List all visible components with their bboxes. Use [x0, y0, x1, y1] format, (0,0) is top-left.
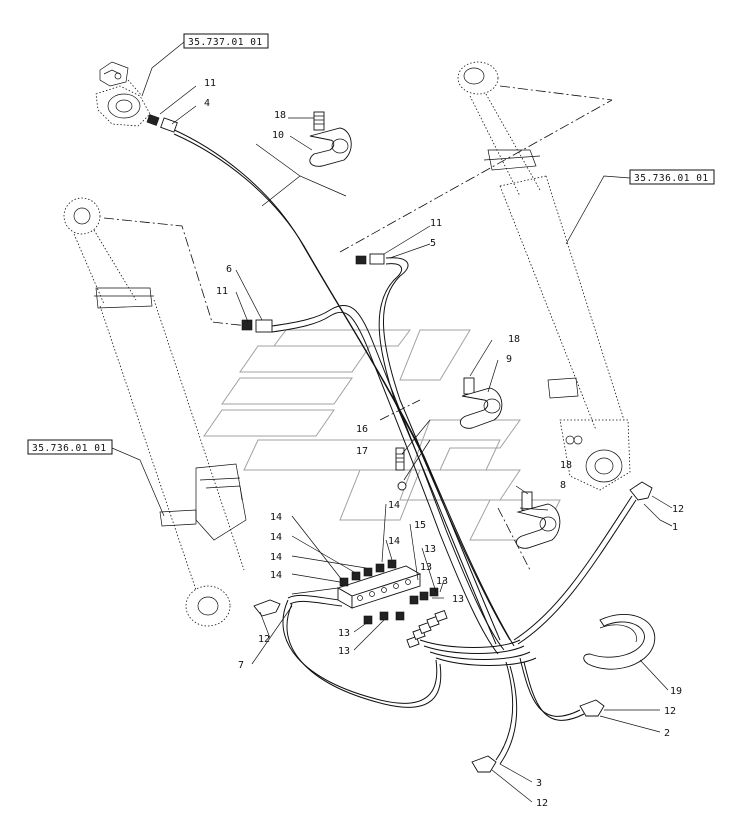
callout-18: 18	[274, 110, 286, 121]
hose-ring-19	[583, 614, 656, 670]
callout-5: 5	[430, 238, 436, 249]
callout-11: 11	[430, 218, 442, 229]
callout-10: 10	[272, 130, 284, 141]
callout-11: 11	[204, 78, 216, 89]
callout-2: 2	[664, 728, 670, 739]
callout-6: 6	[226, 264, 232, 275]
callout-14: 14	[388, 500, 400, 511]
left-hydraulic-cylinder	[63, 197, 247, 627]
callout-3: 3	[536, 778, 542, 789]
callout-9: 9	[506, 354, 512, 365]
callout-18: 18	[560, 460, 572, 471]
callout-12: 12	[664, 706, 676, 717]
reference-box-top: 35.737.01 01	[183, 33, 269, 49]
callout-7: 7	[238, 660, 244, 671]
callout-15: 15	[414, 520, 426, 531]
callout-14: 14	[388, 536, 400, 547]
callout-11: 11	[216, 286, 228, 297]
callout-16: 16	[356, 424, 368, 435]
top-valve-assembly	[95, 61, 151, 127]
callout-19: 19	[670, 686, 682, 697]
callout-labels: 11 4 18 10 11 5 6 11 18 9 16 17 18 8 12 …	[204, 78, 684, 809]
callout-13: 13	[436, 576, 448, 587]
callout-12: 12	[258, 634, 270, 645]
callout-13: 13	[338, 646, 350, 657]
reference-label: 35.736.01 01	[32, 443, 107, 454]
reference-box-right: 35.736.01 01	[629, 169, 715, 185]
callout-14: 14	[270, 512, 282, 523]
callout-14: 14	[270, 552, 282, 563]
callout-8: 8	[560, 480, 566, 491]
fittings	[146, 111, 653, 773]
callout-4: 4	[204, 98, 210, 109]
right-hydraulic-cylinder	[457, 61, 631, 491]
callout-13: 13	[424, 544, 436, 555]
callout-14: 14	[270, 570, 282, 581]
callout-18: 18	[508, 334, 520, 345]
reference-box-left: 35.736.01 01	[27, 439, 113, 455]
callout-12: 12	[672, 504, 684, 515]
callout-13: 13	[452, 594, 464, 605]
callout-12: 12	[536, 798, 548, 809]
reference-label: 35.736.01 01	[634, 173, 709, 184]
leader-lines	[111, 41, 673, 803]
callout-1: 1	[672, 522, 678, 533]
callout-13: 13	[420, 562, 432, 573]
callout-13: 13	[338, 628, 350, 639]
hose-lines	[169, 127, 637, 765]
reference-label: 35.737.01 01	[188, 37, 263, 48]
callout-14: 14	[270, 532, 282, 543]
callout-17: 17	[356, 446, 368, 457]
